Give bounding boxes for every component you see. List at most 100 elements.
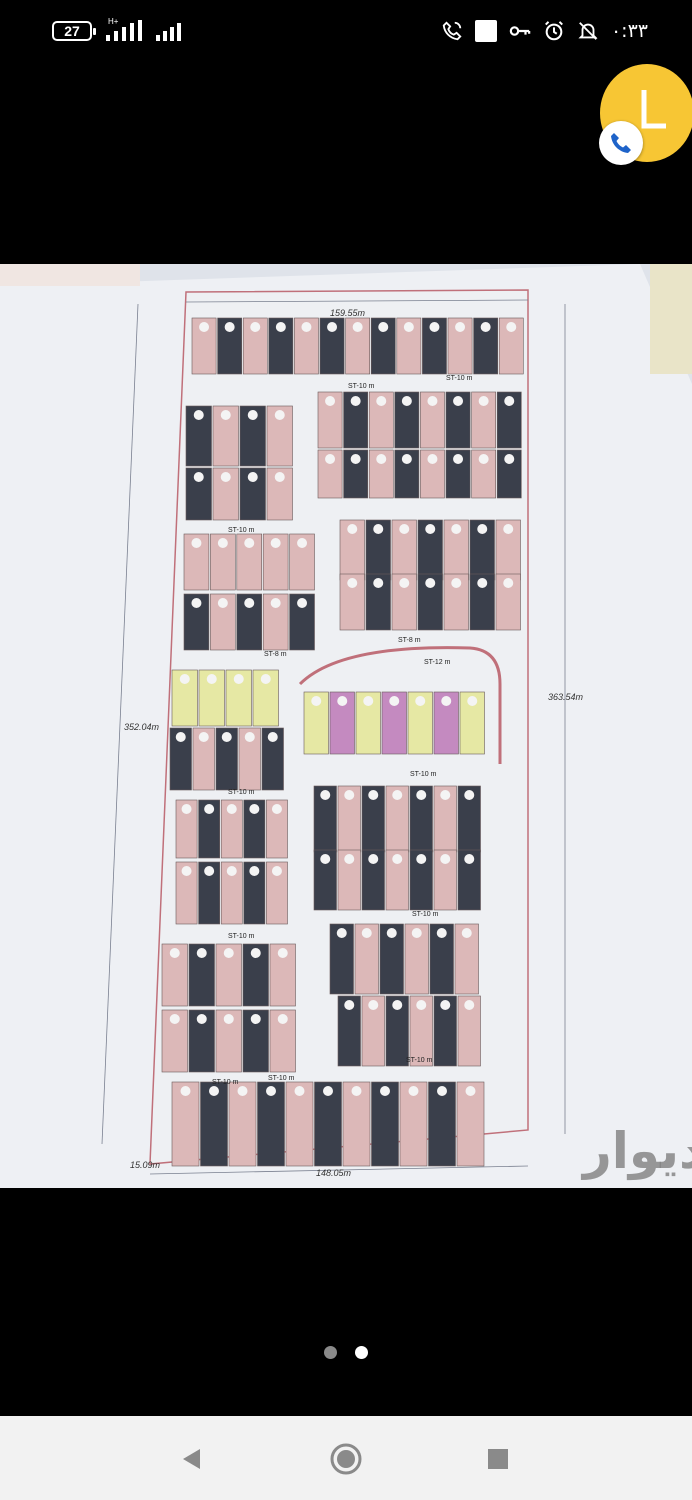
lot-number-marker [380,1086,390,1096]
network-type: H+ [108,17,119,26]
lot-number-marker [206,674,217,684]
lot-block [192,727,215,791]
dimension-left: 352.04m [124,722,160,732]
lot-number-marker [267,732,278,742]
lot-number-marker [294,1086,305,1096]
lot-number-marker [416,854,427,864]
dimension-corner: 15.09m [130,1160,161,1170]
lot-number-marker [274,410,285,420]
lot-number-marker [277,1014,288,1024]
lot-number-marker [464,1000,475,1010]
street-label: ST-10 m [212,1079,239,1086]
signal-icon [156,23,181,41]
lot-number-marker [453,454,464,464]
lot-number-marker [270,538,281,548]
lot-number-marker [408,1086,419,1096]
lot-number-marker [344,1000,355,1010]
lot-number-marker [347,578,358,588]
key-icon [509,26,531,36]
lot-block [433,995,457,1067]
lot-number-marker [344,854,355,864]
image-pager [0,1346,692,1359]
lot-number-marker [260,674,271,684]
lot-number-marker [399,578,410,588]
back-button[interactable] [172,1440,212,1478]
lot-block [169,727,192,791]
street-label: ST-8 m [264,651,287,658]
lot-number-marker [350,454,361,464]
lot-block [266,799,288,859]
call-active-icon [442,21,462,41]
lot-block [220,861,243,925]
lot-number-marker [368,790,379,800]
home-button[interactable] [326,1440,366,1478]
lot-number-marker [351,1086,362,1096]
lot-block [175,799,198,859]
lot-block [354,923,379,995]
signal-icon [106,20,142,41]
lot-block [457,849,481,911]
lot-number-marker [392,854,403,864]
lot-number-marker [223,948,234,958]
lot-block [175,861,198,925]
lot-block [429,923,454,995]
lot-number-marker [191,538,202,548]
lot-number-marker [344,790,355,800]
lot-number-marker [323,1086,333,1096]
lot-number-marker [480,322,491,332]
lot-number-marker [440,1000,451,1010]
lot-block [409,995,433,1067]
pager-dot-1[interactable] [324,1346,337,1359]
lot-number-marker [427,396,438,406]
street-label: ST-10 m [228,789,255,796]
lot-number-marker [376,454,387,464]
watermark: دیوار [583,1122,692,1180]
road-curve [298,646,502,764]
recent-apps-icon [488,1449,508,1469]
lot-block [385,849,409,911]
lot-block [198,669,225,727]
lot-number-marker [350,396,361,406]
street-label: ST-10 m [412,911,439,918]
lot-block [261,727,284,791]
dimension-right: 363.54m [548,692,584,702]
lot-number-marker [249,866,260,876]
lot-number-marker [275,322,286,332]
lot-number-marker [320,854,331,864]
lot-block [215,727,238,791]
lot-number-marker [220,472,231,482]
lot-block [198,861,221,925]
lot-number-marker [274,472,285,482]
recent-apps-button[interactable] [478,1440,518,1478]
lot-number-marker [401,454,412,464]
lot-number-marker [204,804,215,814]
lot-number-marker [455,322,466,332]
lot-number-marker [297,538,308,548]
lot-number-marker [297,598,308,608]
lot-number-marker [503,578,514,588]
street-label: ST-10 m [268,1075,295,1082]
street-label: ST-10 m [228,527,255,534]
lot-number-marker [429,322,440,332]
lot-block [220,799,243,859]
lot-number-marker [247,472,258,482]
lot-number-marker [451,524,462,534]
navigation-bar [0,1416,692,1500]
lot-number-marker [224,322,235,332]
lot-number-marker [217,538,228,548]
lot-block [454,923,479,995]
lot-number-marker [477,524,488,534]
phone-icon[interactable] [599,121,643,165]
mute-icon [578,22,598,40]
lot-number-marker [368,854,379,864]
lot-number-marker [478,396,489,406]
street-label: ST-10 m [410,771,437,778]
lot-block [409,849,433,911]
lot-number-marker [461,928,472,938]
lot-number-marker [464,790,475,800]
lot-number-marker [181,804,192,814]
lot-number-marker [191,598,202,608]
lot-number-marker [427,454,438,464]
lot-number-marker [401,396,412,406]
pager-dot-2[interactable] [355,1346,368,1359]
